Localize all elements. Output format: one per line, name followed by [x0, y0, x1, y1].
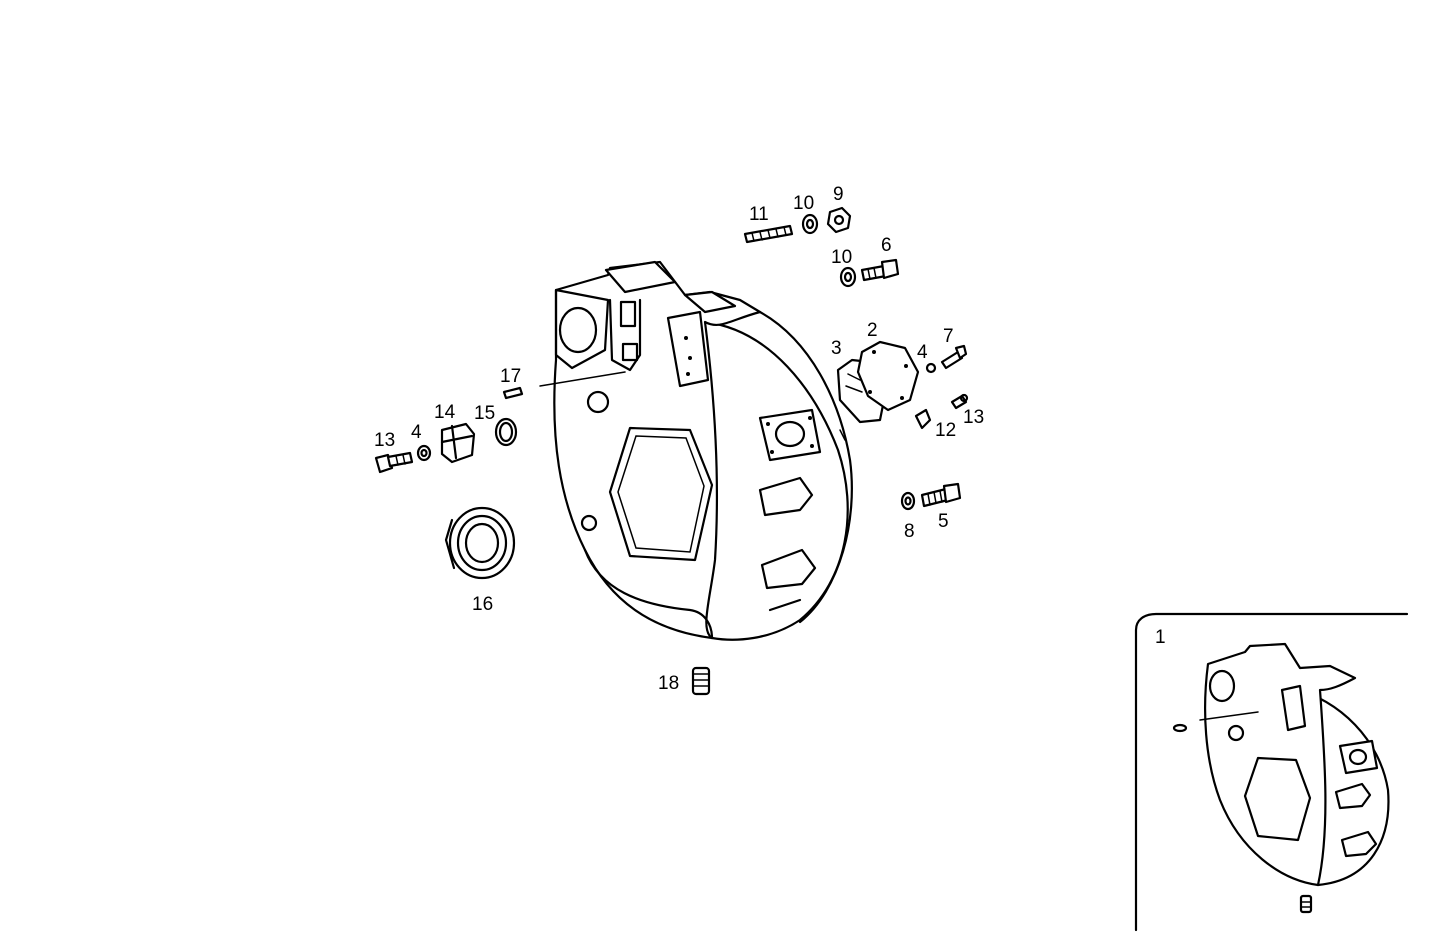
callout-4-left: 4	[411, 422, 422, 443]
callout-9: 9	[833, 184, 844, 205]
callout-8: 8	[904, 521, 915, 542]
inset-assembly-part-1	[1134, 612, 1409, 932]
insert-part-18	[691, 666, 711, 696]
callout-2: 2	[867, 320, 878, 341]
bush-part-14	[440, 422, 476, 464]
washer-part-4-right	[925, 362, 937, 374]
washer-part-10a	[801, 213, 819, 235]
stud-part-11	[743, 224, 794, 244]
bolt-part-6	[860, 258, 900, 282]
callout-5: 5	[938, 511, 949, 532]
callout-10-top: 10	[793, 193, 814, 214]
callout-17: 17	[500, 366, 521, 387]
callout-11: 11	[749, 204, 769, 225]
callout-12: 12	[935, 420, 956, 441]
washer-part-10b	[839, 266, 857, 288]
bolt-part-5	[920, 482, 962, 508]
callout-14: 14	[434, 402, 456, 423]
callout-13-right: 13	[963, 407, 984, 428]
callout-1: 1	[1155, 627, 1166, 648]
washer-part-4-left	[416, 444, 432, 462]
oil-seal-part-16	[444, 506, 516, 580]
callout-6: 6	[881, 235, 892, 256]
callout-3: 3	[831, 338, 842, 359]
washer-part-8	[900, 491, 916, 511]
screw-part-7	[940, 344, 968, 370]
bolt-part-13-left	[374, 451, 414, 474]
callout-10-lower: 10	[831, 247, 852, 268]
flywheel-housing	[539, 260, 853, 641]
callout-13-left: 13	[374, 430, 395, 451]
pin-part-17	[502, 386, 524, 400]
screw-part-13-right	[950, 393, 969, 410]
cover-plate-part-2	[856, 340, 920, 412]
callout-15: 15	[474, 403, 495, 424]
nut-part-9	[826, 206, 852, 234]
callout-18: 18	[658, 673, 679, 694]
callout-labels: 11 10 9 10 6 2 3 4 7 12 13 8 5 17 14 15 …	[374, 184, 1166, 694]
ring-part-15	[494, 417, 518, 447]
clip-part-12	[914, 408, 932, 430]
callout-16: 16	[472, 594, 493, 615]
callout-4-right: 4	[917, 342, 928, 363]
callout-7: 7	[943, 326, 954, 347]
